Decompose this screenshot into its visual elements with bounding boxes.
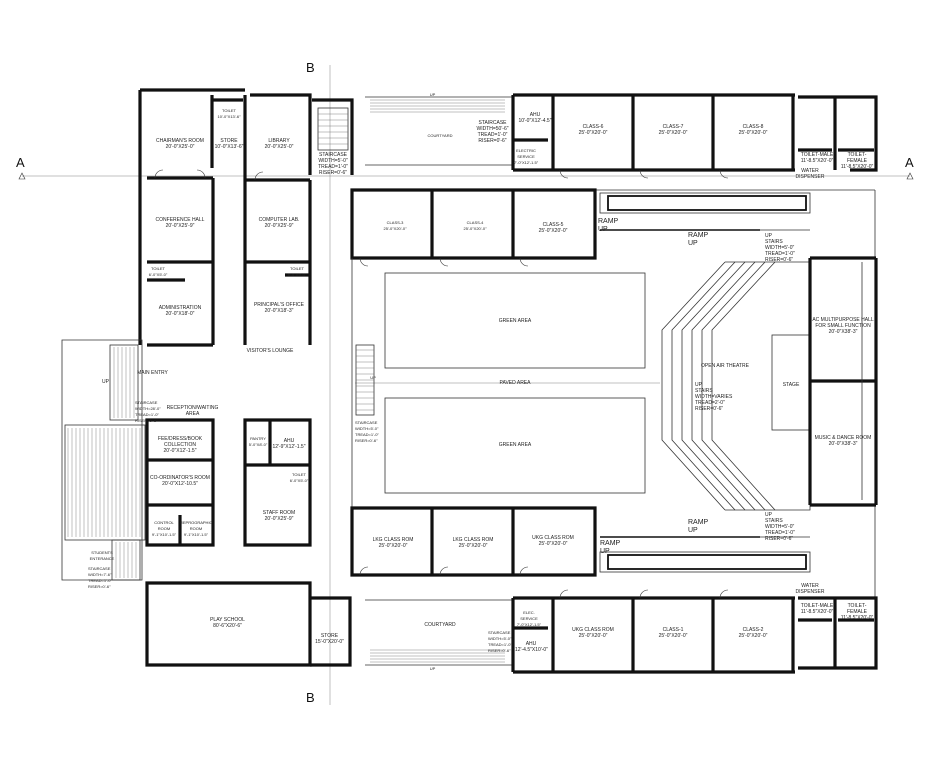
staircase-top-left [317,107,349,151]
door-swings [154,169,729,599]
label-ramp-up-top: RAMP UP [598,218,619,233]
label-ramp-up-bottom-2: RAMP UP [600,540,621,555]
room-lkg-2: LKG CLASS ROM 25'-0"X20'-0" [452,537,494,549]
room-pantry: PANTRY 5'-0"X8'-0" [248,436,268,447]
room-toilet-female-top: TOILET-FEMALE 11'-8.5"X20'-0" [840,152,874,170]
section-marker-a-right: A [905,155,914,170]
admin-wing-walls [61,88,354,667]
room-class-5: CLASS-5 25'-0"X20'-0" [538,222,568,234]
room-toilet-female-bottom: TOILET-FEMALE 11'-8.5"X20'-0" [840,603,874,621]
room-administration: ADMINISTRATION 20'-0"X18'-0" [158,305,202,317]
label-stage: STAGE [782,382,800,388]
label-up-courtyard-bottom: UP [429,666,436,671]
label-visitors-lounge: VISITOR'S LOUNGE [246,348,294,354]
room-toilet-staff: TOILET 6'-0"X5'-0" [289,472,309,483]
section-marker-a-left: A [16,155,25,170]
label-green-area-bottom: GREEN AREA [498,442,532,448]
label-staircase-top: STAIRCASE WIDTH=50'-6" TREAD=1'-0" RISER… [476,120,509,144]
label-staircase-entry: STAIRCASE WIDTH=28'-0" TREAD=1'-0" RISER… [135,400,161,423]
room-coordinator: CO-ORDINATOR'S ROOM 20'-0"X12'-10.5" [150,475,210,487]
room-class-8: CLASS-8 25'-0"X20'-0" [738,124,768,136]
room-toilet-admin: TOILET 6'-0"X5'-0" [148,266,168,277]
label-stairs-top-right: UP STAIRS WIDTH=5'-0" TREAD=1'-0" RISER=… [765,233,795,263]
section-marker-b-top: B [306,60,315,75]
label-staircase-bottom: STAIRCASE WIDTH=5'-0" TREAD=1'-0" RISER=… [488,630,512,653]
room-electric-service-top: ELECTRIC SERVICE 7'-0"X12'-1.5" [514,148,539,165]
room-music-dance: MUSIC & DANCE ROOM 20'-0"X38'-3" [814,435,872,447]
label-staircase-students: STAIRCASE WIDTH=7'-6" TREAD=1'-0" RISER=… [88,566,112,589]
room-class-6: CLASS-6 25'-0"X20'-0" [578,124,608,136]
room-chairman: CHAIRMAN'S ROOM 20'-0"X25'-0" [156,138,204,150]
label-green-area-top: GREEN AREA [498,318,532,324]
ramps-top [599,192,811,231]
room-ahu-mid: AHU 12'-9"X12'-1.5" [272,438,306,450]
section-marker-b-bottom: B [306,690,315,705]
label-paved-area: PAVED AREA [499,380,531,386]
courtyard-steps-top [370,99,505,113]
room-lkg-1: LKG CLASS ROM 25'-0"X20'-0" [372,537,414,549]
label-ramp-up-top-2: RAMP UP [688,232,709,247]
room-library: LIBRARY 20'-0"X25'-0" [264,138,294,150]
label-open-air-theatre: OPEN AIR THEATRE [701,363,749,369]
room-class-1: CLASS-1 25'-0"X20'-0" [658,627,688,639]
room-ukg-bottom: UKG CLASS ROM 25'-0"X20'-0" [572,627,614,639]
room-store-bottom: STORE 15'-0"X20'-0" [315,633,344,645]
label-up-courtyard-top: UP [429,92,436,97]
halls-right [808,256,878,507]
central-court [351,258,660,510]
room-conference-hall: CONFERENCE HALL 20'-0"X25'-9" [155,217,205,229]
bottom-wing-walls [350,506,878,674]
room-toilet-principal: TOILET 6'-0"X5'-0" [287,266,307,277]
label-stairs-theatre: UP STAIRS WIDTH=VARIES TREAD=2'-0" RISER… [695,382,733,412]
room-ahu-top: AHU 10'-0"X12'-4.5" [518,112,552,124]
room-principal-office: PRINCIPAL'S OFFICE 20'-0"X18'-3" [253,302,305,314]
label-reception: RECEPTION/WAITING AREA [166,405,219,417]
room-class-4: CLASS-4 25'-0"X20'-0" [463,220,487,231]
label-staircase-top-left: STAIRCASE WIDTH=5'-0" TREAD=1'-0" RISER=… [318,152,348,176]
label-courtyard-top: COURTYARD [427,133,453,138]
room-class-2: CLASS-2 25'-0"X20'-0" [738,627,768,639]
room-toilet-top-left: TOILET 10'-0"X13'-6" [217,108,241,119]
room-toilet-male-bottom: TOILET-MALE 11'-8.5"X20'-0" [800,603,834,615]
main-entry-steps [64,344,146,581]
top-wing-walls [350,93,878,650]
room-computer-lab: COMPUTER LAB. 20'-0"X25'-9" [258,217,300,229]
room-ahu-bottom: AHU 12'-4.5"X10'-0" [515,641,548,653]
courtyard-steps-bottom [370,649,505,663]
room-class-7: CLASS-7 25'-0"X20'-0" [658,124,688,136]
room-play-school: PLAY SCHOOL 80'-6"X20'-6" [210,617,245,629]
room-toilet-male-top: TOILET-MALE 11'-8.5"X20'-0" [800,152,834,164]
room-reprographic: REPROGRAPHIC ROOM 9'-1"X10'-1.5" [180,520,213,537]
room-ac-multipurpose-hall: AC MULTIPURPOSE HALL FOR SMALL FUNCTION … [812,317,874,335]
label-water-dispenser-top: WATER DISPENSER [795,168,825,180]
room-ukg-mid: UKG CLASS ROM 25'-0"X20'-0" [532,535,574,547]
label-up-entry: UP [102,379,109,385]
label-up-paved: UP [370,375,376,380]
room-control: CONTROL ROOM 9'-1"X10'-1.5" [151,520,177,537]
label-staircase-mid: STAIRCASE WIDTH=5'-0" TREAD=1'-0" RISER=… [355,420,379,443]
room-electric-service-bottom: ELEC. SERVICE 7'-0"X12'-1.5" [516,610,542,627]
label-stairs-bottom-right: UP STAIRS WIDTH=5'-0" TREAD=1'-0" RISER=… [765,512,795,542]
label-main-entry: MAIN ENTRY [137,370,168,376]
room-store-top: STORE 10'-0"X13'-6" [214,138,244,150]
label-water-dispenser-bottom: WATER DISPENSER [795,583,825,595]
room-fee-collection: FEE/DRESS/BOOK COLLECTION 20'-0"X12'-1.5… [157,436,203,454]
label-students-entrance: STUDENTS ENTERANCE [89,550,115,561]
label-ramp-up-bottom: RAMP UP [688,519,709,534]
label-courtyard-bottom: COURTYARD [424,622,456,628]
room-class-3: CLASS-3 25'-0"X20'-0" [383,220,407,231]
room-staff: STAFF ROOM 20'-0"X25'-9" [262,510,296,522]
